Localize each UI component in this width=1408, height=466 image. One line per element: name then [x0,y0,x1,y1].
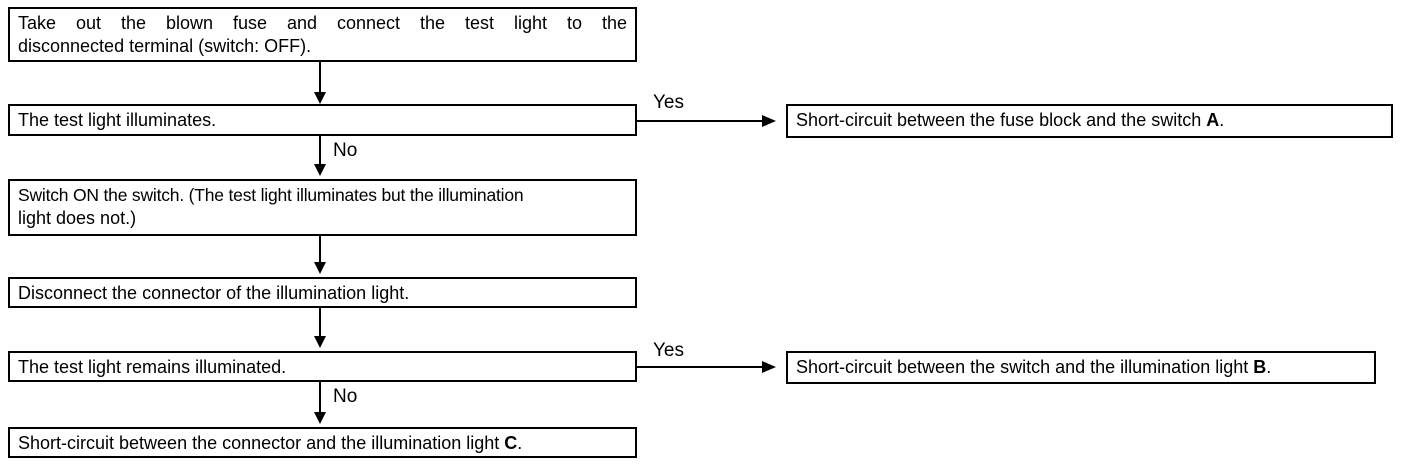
arrowhead-down-icon [314,92,326,104]
result-c-suffix: . [517,433,523,453]
arrowhead-right-icon [762,115,776,127]
step4-box: Disconnect the connector of the illumina… [8,277,637,308]
step2-text: The test light illuminates. [18,110,217,130]
result-b-body: Short-circuit between the switch and the… [796,357,1254,377]
arrowhead-down-icon [314,336,326,348]
step3-text-line1: Switch ON the switch. (The test light il… [18,185,524,205]
result-b-box: Short-circuit between the switch and the… [786,351,1376,384]
step1-text-line1: Take out the blown fuse and connect the … [18,13,627,33]
step4-text: Disconnect the connector of the illumina… [18,283,410,303]
yes-label-2: Yes [653,340,684,361]
step1-text-line2: disconnected terminal (switch: OFF). [18,36,312,56]
step1-box: Take out the blown fuse and connect the … [8,7,637,62]
result-a-body: Short-circuit between the fuse block and… [796,110,1207,130]
result-a-suffix: . [1219,110,1225,130]
no-label-2: No [333,386,358,407]
result-b-suffix: . [1266,357,1272,377]
result-c-text: Short-circuit between the connector and … [18,432,627,455]
arrowhead-right-icon [762,361,776,373]
step2-box: The test light illuminates. [8,104,637,136]
arrowhead-down-icon [314,412,326,424]
result-a-text: Short-circuit between the fuse block and… [796,109,1383,132]
result-a-tag: A [1206,110,1220,130]
step5-text: The test light remains illuminated. [18,357,287,377]
result-c-body: Short-circuit between the connector and … [18,433,505,453]
yes-label-1: Yes [653,92,684,113]
arrowhead-down-icon [314,262,326,274]
step5-box: The test light remains illuminated. [8,351,637,382]
result-c-tag: C [504,433,518,453]
result-a-box: Short-circuit between the fuse block and… [786,104,1393,138]
result-b-text: Short-circuit between the switch and the… [796,356,1366,379]
result-b-tag: B [1253,357,1267,377]
step3-text-line2: light does not.) [18,208,137,228]
no-label-1: No [333,140,358,161]
arrowhead-down-icon [314,164,326,176]
result-c-box: Short-circuit between the connector and … [8,427,637,458]
step3-box: Switch ON the switch. (The test light il… [8,179,637,236]
